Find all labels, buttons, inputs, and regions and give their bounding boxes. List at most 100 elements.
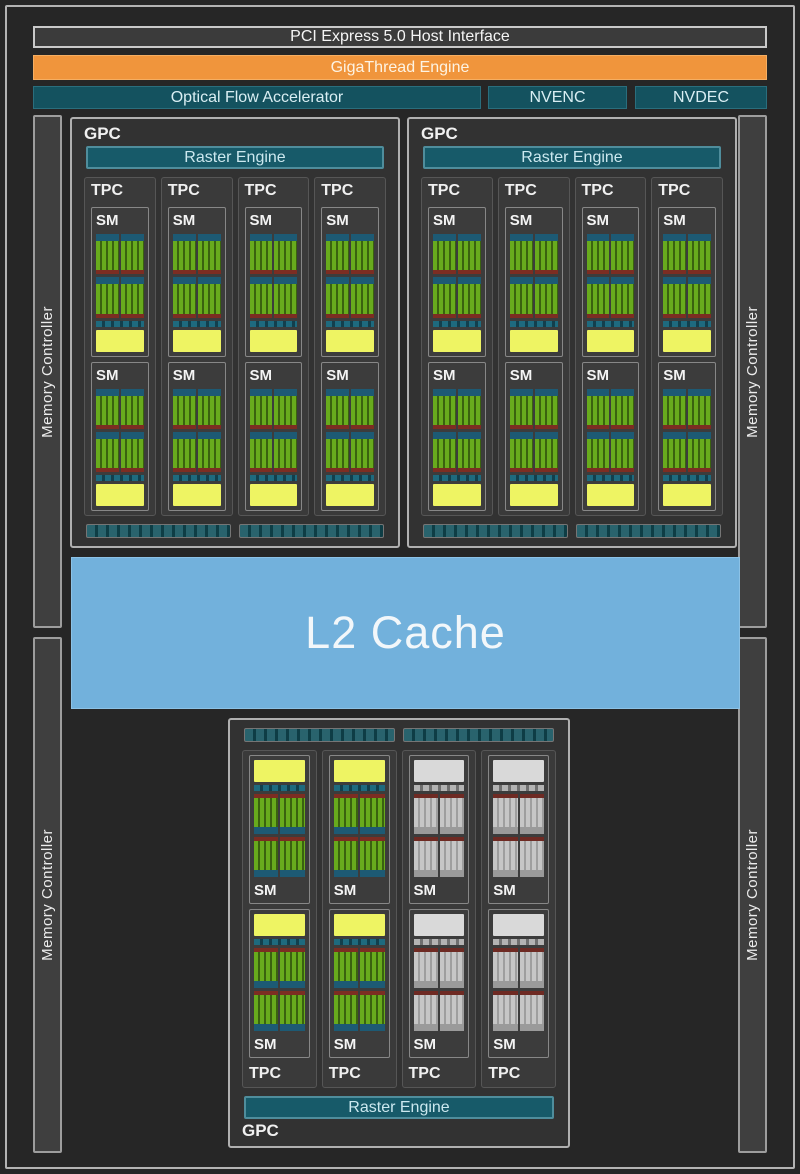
sm-scheduler-bar bbox=[249, 388, 273, 396]
sm-subcore bbox=[360, 991, 385, 1031]
sm-subcore bbox=[197, 388, 221, 429]
sm-core-array bbox=[360, 798, 385, 827]
sm-loadstore-bar bbox=[280, 948, 305, 952]
sm-scheduler-bar bbox=[360, 1024, 385, 1031]
sm-scheduler-bar bbox=[120, 388, 144, 396]
sm-subcore bbox=[274, 388, 298, 429]
sm-loadstore-bar bbox=[688, 270, 711, 275]
sm-loadstore-bar bbox=[611, 468, 635, 472]
sm-loadstore-bar bbox=[534, 270, 558, 275]
sm-texture-row bbox=[586, 320, 635, 327]
sm-subcore bbox=[96, 234, 119, 275]
sm-subcore bbox=[439, 837, 465, 877]
sm-block: SM bbox=[581, 207, 640, 357]
sm-scheduler-bar bbox=[333, 870, 359, 877]
sm-l1cache-block bbox=[249, 484, 298, 506]
sm-loadstore-bar bbox=[519, 948, 544, 952]
sm-scheduler-bar bbox=[519, 981, 544, 988]
sm-subcore bbox=[519, 794, 544, 834]
tpc-label: TPC bbox=[328, 1065, 361, 1082]
sm-subcore bbox=[509, 234, 533, 275]
tpc-block: TPC SM bbox=[242, 750, 317, 1088]
sm-l1cache-block bbox=[493, 760, 544, 782]
texture-units-row bbox=[423, 524, 721, 538]
sm-core-array bbox=[663, 241, 687, 271]
sm-scheduler-bar bbox=[96, 388, 119, 396]
sm-core-array bbox=[586, 284, 610, 314]
sm-subcore bbox=[457, 431, 481, 472]
sm-subcore bbox=[688, 277, 711, 318]
sm-subcore bbox=[519, 837, 544, 877]
sm-block: SM bbox=[504, 361, 563, 511]
sm-scheduler-bar bbox=[249, 431, 273, 439]
sm-loadstore-bar bbox=[457, 424, 481, 429]
sm-loadstore-bar bbox=[249, 468, 273, 472]
sm-scheduler-bar bbox=[274, 388, 298, 396]
sm-label: SM bbox=[333, 1036, 357, 1053]
sm-scheduler-bar bbox=[197, 388, 221, 396]
sm-loadstore-bar bbox=[197, 270, 221, 275]
sm-texture-row bbox=[433, 320, 481, 327]
sm-processing-row bbox=[249, 234, 298, 275]
sm-processing-row bbox=[96, 234, 144, 275]
sm-subcore bbox=[413, 991, 438, 1031]
gpc-label: GPC bbox=[84, 124, 121, 143]
sm-processing-row bbox=[172, 277, 221, 318]
sm-l1cache-block bbox=[249, 329, 298, 352]
sm-loadstore-bar bbox=[586, 313, 610, 318]
sm-core-array bbox=[439, 841, 465, 870]
sm-scheduler-bar bbox=[586, 234, 610, 241]
sm-loadstore-bar bbox=[413, 794, 438, 798]
sm-scheduler-bar bbox=[493, 981, 518, 988]
sm-scheduler-bar bbox=[120, 431, 144, 439]
sm-loadstore-bar bbox=[534, 468, 558, 472]
sm-label: SM bbox=[433, 366, 456, 384]
sm-scheduler-bar bbox=[688, 277, 711, 285]
sm-l1cache-block bbox=[433, 329, 481, 352]
sm-scheduler-bar bbox=[360, 870, 385, 877]
sm-core-array bbox=[326, 284, 350, 314]
sm-subcore bbox=[586, 234, 610, 275]
sm-subcore bbox=[254, 837, 279, 877]
sm-core-array bbox=[280, 798, 305, 827]
sm-scheduler-bar bbox=[586, 431, 610, 439]
sm-texture-row bbox=[509, 320, 558, 327]
sm-subcore bbox=[457, 234, 481, 275]
sm-subcore bbox=[433, 277, 456, 318]
raster-engine-bar: Raster Engine bbox=[423, 146, 721, 169]
sm-scheduler-bar bbox=[96, 277, 119, 285]
sm-subcore bbox=[249, 388, 273, 429]
sm-processing-row bbox=[586, 388, 635, 429]
tpc-row: TPC SM bbox=[84, 177, 386, 516]
sm-scheduler-bar bbox=[688, 388, 711, 396]
sm-block: SM bbox=[244, 361, 303, 511]
sm-subcore bbox=[249, 431, 273, 472]
sm-subcore bbox=[254, 794, 279, 834]
sm-subcore bbox=[611, 431, 635, 472]
sm-texture-row bbox=[333, 785, 385, 791]
sm-core-array bbox=[120, 395, 144, 425]
sm-loadstore-bar bbox=[663, 468, 687, 472]
sm-texture-row bbox=[493, 939, 544, 945]
sm-scheduler-bar bbox=[534, 388, 558, 396]
sm-loadstore-bar bbox=[172, 468, 196, 472]
sm-loadstore-bar bbox=[274, 313, 298, 318]
sm-core-array bbox=[120, 438, 144, 468]
tpc-label: TPC bbox=[91, 182, 123, 199]
sm-block: SM bbox=[328, 909, 390, 1058]
sm-subcore bbox=[96, 277, 119, 318]
sm-scheduler-bar bbox=[509, 234, 533, 241]
sm-processing-row bbox=[413, 794, 465, 834]
sm-core-array bbox=[663, 395, 687, 425]
sm-subcore bbox=[433, 234, 456, 275]
nvenc-bar: NVENC bbox=[488, 86, 627, 109]
sm-processing-row bbox=[413, 948, 465, 988]
tpc-label: TPC bbox=[244, 182, 277, 199]
sm-loadstore-bar bbox=[274, 468, 298, 472]
sm-processing-row bbox=[413, 991, 465, 1031]
sm-l1cache-block bbox=[172, 329, 221, 352]
sm-label: SM bbox=[509, 366, 533, 384]
sm-l1cache-block bbox=[663, 484, 711, 506]
sm-core-array bbox=[254, 798, 279, 827]
sm-block: SM bbox=[428, 207, 486, 357]
